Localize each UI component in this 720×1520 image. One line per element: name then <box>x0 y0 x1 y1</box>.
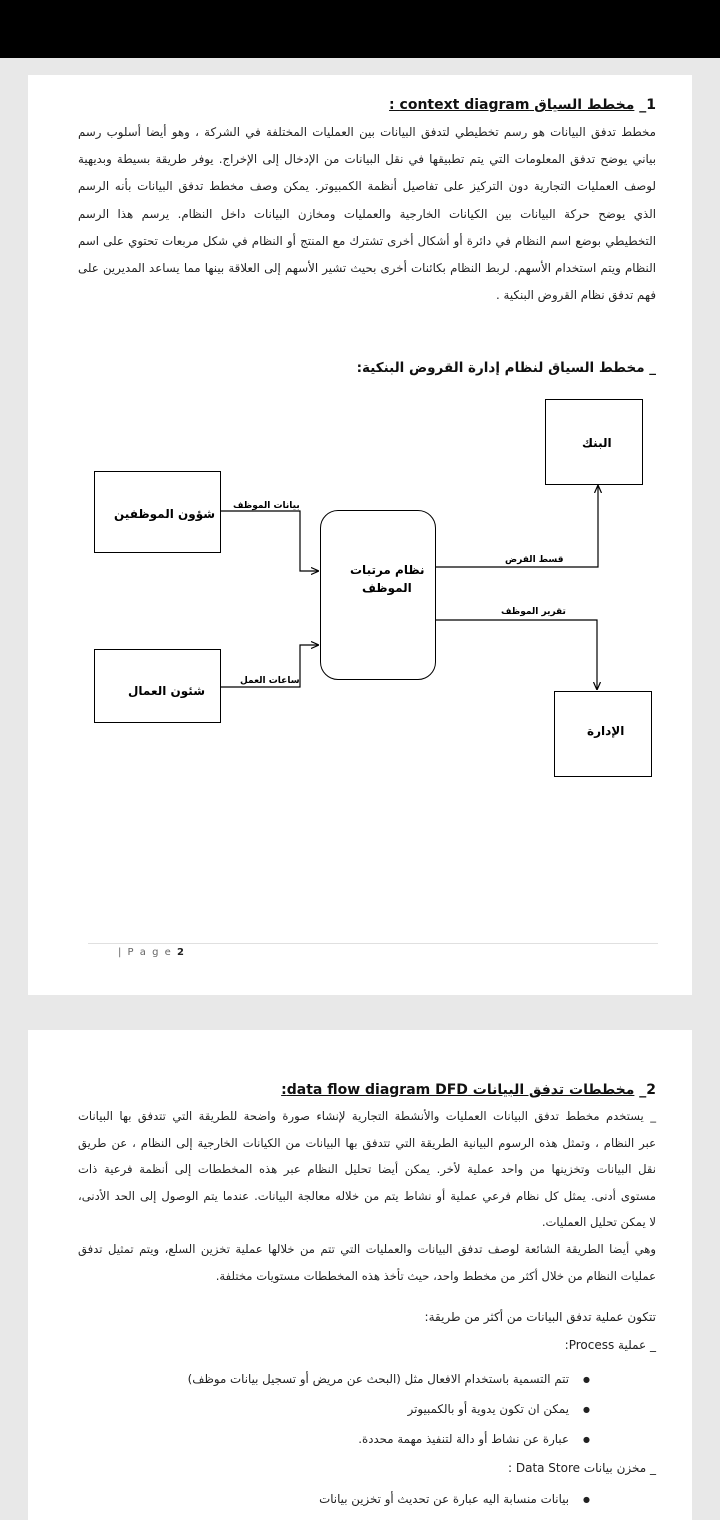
heading-title: مخطط السياق context diagram : <box>389 97 635 113</box>
entity-bank-label: البنك <box>582 436 612 450</box>
list-item: عبارة عن نشاط أو دالة لتنفيذ مهمة محددة. <box>188 1432 590 1462</box>
section-heading-context-diagram: 1_ مخطط السياق context diagram : <box>389 97 656 113</box>
paragraph-line: التخطيطي بوضع اسم النظام في دائرة أو أشك… <box>78 233 656 248</box>
process-payroll-line2: الموظف <box>362 581 412 595</box>
paragraph-line: بياني يوضح تدفق المعلومات التي يتم تطبيق… <box>78 152 656 167</box>
list-item: يمكن ان تكون يدوية أو بالكمبيوتر <box>188 1402 590 1432</box>
heading-number: 2_ <box>639 1082 656 1098</box>
flow-label-employee-report: تقرير الموظف <box>501 607 566 617</box>
arrow-loan-installment <box>436 486 598 568</box>
list-item: بيانات منسابة اليه عبارة عن تحديث أو تخز… <box>319 1492 590 1518</box>
arrow-work-hours <box>221 645 318 688</box>
data-store-label: _ مخزن بيانات Data Store : <box>507 1461 656 1475</box>
paragraph-line: نقل البيانات وتخزينها من واحد عملية لأخر… <box>78 1162 656 1176</box>
page-number: 2 <box>176 947 184 958</box>
entity-bank <box>545 399 643 485</box>
flow-label-work-hours: ساعات العمل <box>240 676 300 686</box>
paragraph-line: عبر النظام ، وتمثل هذه الرسوم البيانية ا… <box>78 1135 656 1150</box>
document-page-2: 2_ مخططات تدفق البيانات data flow diagra… <box>28 1030 692 1520</box>
ways-line: تتكون عملية تدفق البيانات من أكثر من طري… <box>424 1310 656 1324</box>
process-bullet-list: تتم التسمية باستخدام الافعال مثل (البحث … <box>188 1372 590 1462</box>
entity-workers-affairs-label: شئون العمال <box>128 684 205 698</box>
paragraph-line: لا يمكن تحليل العمليات. <box>541 1215 656 1229</box>
process-label: _ عملية Process: <box>564 1338 656 1352</box>
paragraph-line: لوصف العمليات التجارية دون التركيز على ت… <box>78 179 656 194</box>
dfd-paragraph-2: وهي أيضا الطريقة الشائعة لوصف تدفق البيا… <box>78 1236 656 1289</box>
intro-paragraph: مخطط تدفق البيانات هو رسم تخطيطي لتدفق ا… <box>78 119 656 309</box>
footer-rule <box>88 943 658 944</box>
paragraph-line: النظام ويتم استخدام الأسهم. لربط النظام … <box>78 261 656 276</box>
diagram-title: _ مخطط السياق لنظام إدارة القروض البنكية… <box>356 360 656 376</box>
paragraph-line: فهم تدفق نظام القروض البنكية . <box>496 288 656 303</box>
paragraph-line: عمليات النظام من خلال أكثر من مخطط واحد،… <box>215 1268 656 1283</box>
heading-title: مخططات تدفق البيانات data flow diagram D… <box>281 1082 635 1098</box>
diagram-connectors <box>221 75 692 995</box>
process-payroll-line1: نظام مرتبات <box>350 563 425 577</box>
entity-employees-affairs-label: شؤون الموظفين <box>114 507 216 521</box>
heading-number: 1_ <box>639 97 656 113</box>
dfd-paragraph-1: _ يستخدم مخطط تدفق البيانات العمليات وال… <box>78 1103 656 1236</box>
document-page-1: 1_ مخطط السياق context diagram : مخطط تد… <box>28 75 692 995</box>
process-payroll-system <box>320 510 436 680</box>
arrow-employee-report <box>436 619 597 689</box>
page-label: | P a g e <box>118 947 173 958</box>
flow-label-loan-installment: قسط القرض <box>505 555 564 565</box>
paragraph-line: _ يستخدم مخطط تدفق البيانات العمليات وال… <box>78 1109 656 1123</box>
status-bar <box>0 0 720 58</box>
entity-administration-label: الإدارة <box>587 724 625 738</box>
list-item: تتم التسمية باستخدام الافعال مثل (البحث … <box>188 1372 590 1402</box>
paragraph-line: مخطط تدفق البيانات هو رسم تخطيطي لتدفق ا… <box>78 125 656 139</box>
paragraph-line: مستوى أدنى. يمثل كل نظام فرعي عملية أو ن… <box>78 1188 656 1203</box>
entity-administration <box>554 691 652 777</box>
section-heading-dfd: 2_ مخططات تدفق البيانات data flow diagra… <box>281 1082 656 1098</box>
entity-employees-affairs <box>94 471 221 553</box>
paragraph-line: وهي أيضا الطريقة الشائعة لوصف تدفق البيا… <box>78 1242 656 1256</box>
entity-workers-affairs <box>94 649 221 723</box>
page-footer: | P a g e 2 <box>118 947 184 958</box>
flow-label-employee-data: بيانات الموظف <box>233 501 300 511</box>
paragraph-line: الذي يوضح حركة البيانات بين الكيانات الخ… <box>78 206 656 221</box>
arrow-employee-data <box>221 510 318 571</box>
store-bullet-list: بيانات منسابة اليه عبارة عن تحديث أو تخز… <box>319 1492 590 1518</box>
